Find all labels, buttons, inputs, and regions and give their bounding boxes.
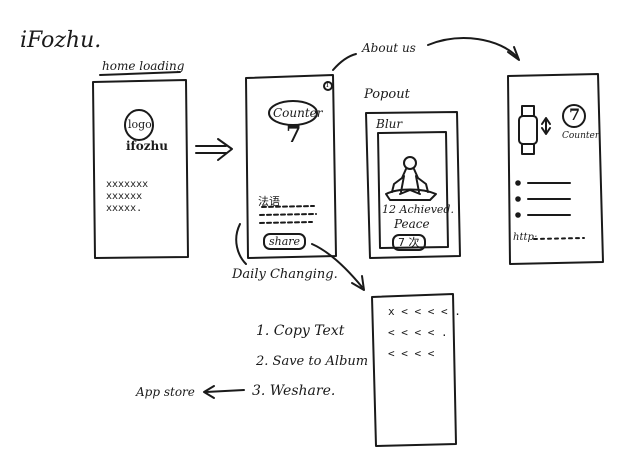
option-copy-text[interactable]: 1. Copy Text — [256, 323, 345, 339]
share-button[interactable]: share — [263, 233, 307, 250]
share-sheet-line: < < < < — [388, 347, 435, 360]
counter-screen — [245, 74, 337, 259]
about-link-text[interactable]: http: — [513, 232, 538, 243]
share-sheet-line: < < < < . — [388, 326, 448, 339]
badge-unit: 次 — [408, 236, 420, 249]
watch-icon — [518, 105, 538, 155]
popout-screen — [365, 111, 461, 259]
placeholder-line: xxxxx. — [106, 203, 143, 214]
achieved-text: 12 Achieved. — [382, 203, 454, 216]
app-store-label: App store — [136, 385, 195, 399]
placeholder-line: xxxxxx — [106, 191, 143, 202]
placeholder-line: xxxxxxx — [106, 179, 149, 190]
share-sheet-line: x < < < < . — [388, 305, 461, 318]
option-weshare[interactable]: 3. Weshare. — [252, 383, 336, 399]
info-glyph[interactable]: i — [326, 80, 329, 89]
double-arrow-icon — [195, 138, 233, 161]
about-us-curve-arrow — [427, 37, 520, 61]
daily-changing-arrow — [235, 223, 247, 265]
about-us-label[interactable]: About us — [362, 41, 416, 55]
share-arrow — [311, 243, 365, 291]
counter-value: 7 — [286, 122, 302, 148]
daily-changing-label: Daily Changing. — [232, 267, 338, 282]
app-store-arrow — [203, 385, 245, 399]
about-counter-label: Counter — [562, 131, 600, 141]
home-loading-title: home loading — [102, 59, 185, 73]
brand-title: iFozhu. — [20, 28, 102, 53]
counter-circle — [268, 100, 318, 126]
home-loading-underline — [99, 71, 181, 76]
logo-circle — [124, 109, 154, 141]
share-sheet-screen — [371, 293, 457, 447]
logo-text: logo — [128, 118, 152, 131]
home-loading-screen — [92, 79, 189, 259]
counter-label: Counter — [273, 106, 323, 120]
about-counter-value: 7 — [569, 105, 581, 124]
chinese-text: 法语 — [258, 195, 280, 208]
app-name-text: ifozhu — [126, 139, 168, 153]
about-counter-circle — [562, 104, 586, 128]
badge-value: 7 — [398, 236, 405, 249]
option-save-album[interactable]: 2. Save to Album — [256, 354, 369, 369]
peace-text: Peace — [394, 217, 430, 231]
popout-badge[interactable]: 7 次 — [392, 234, 426, 251]
info-icon — [323, 81, 333, 91]
popout-title: Popout — [364, 87, 410, 102]
about-us-arrow — [332, 53, 357, 71]
about-screen — [507, 73, 604, 265]
meditation-icon — [385, 156, 437, 201]
blur-label: Blur — [376, 117, 403, 131]
